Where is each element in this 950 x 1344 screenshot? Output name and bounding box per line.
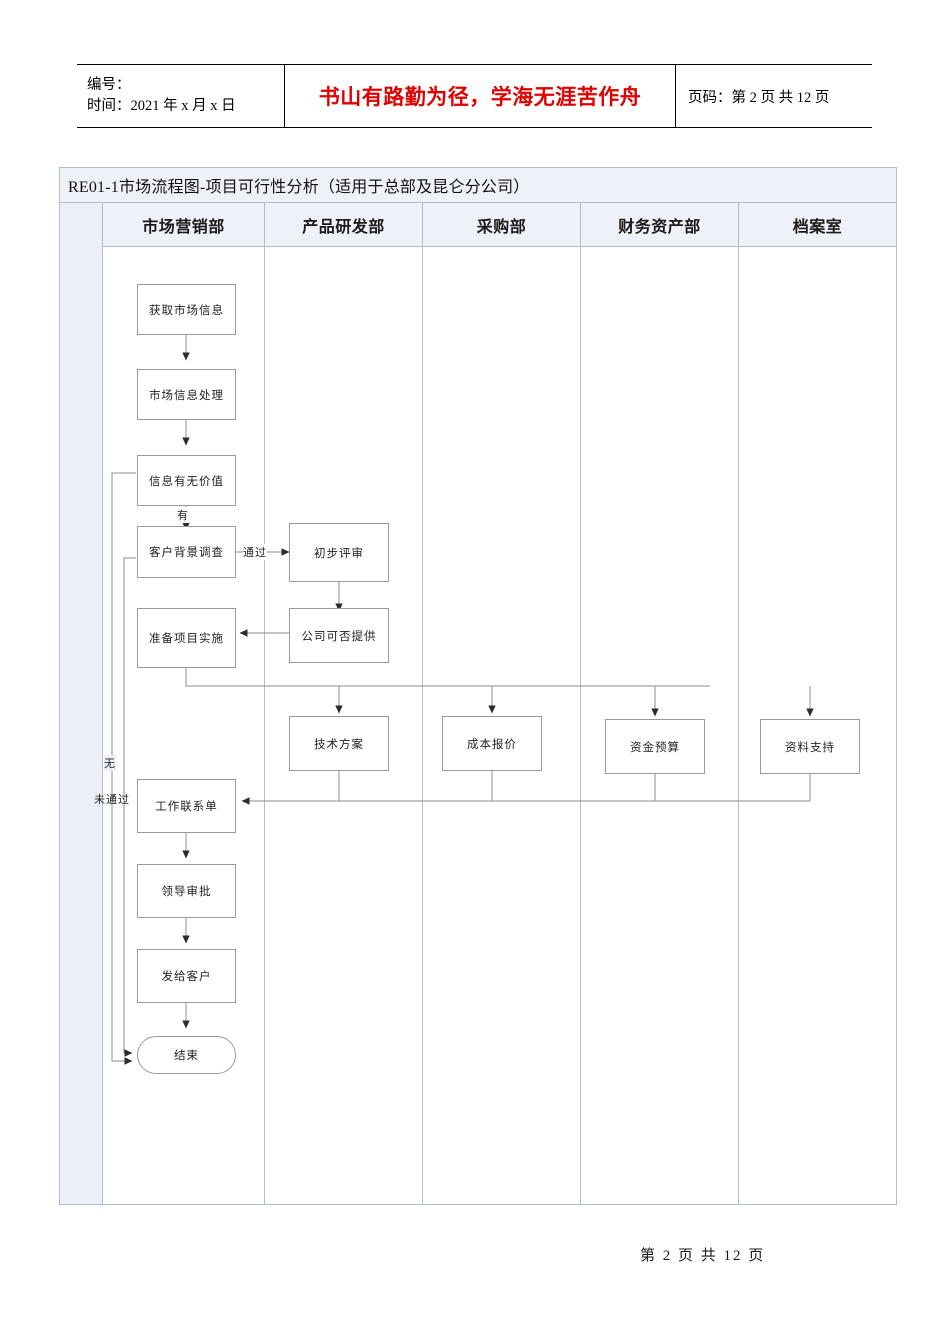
lane-header-marketing: 市场营销部	[103, 203, 264, 247]
node-prepare-project[interactable]: 准备项目实施	[137, 608, 236, 668]
flowchart-title: RE01-1市场流程图-项目可行性分析（适用于总部及昆仑分公司）	[60, 168, 896, 203]
header-date-label: 时间：2021 年 x 月 x 日	[87, 98, 236, 114]
swimlane-rnd: 产品研发部	[265, 203, 423, 1204]
edge-label-no-value: 无	[104, 755, 116, 771]
lane-header-finance: 财务资产部	[581, 203, 738, 247]
node-customer-background[interactable]: 客户背景调查	[137, 526, 236, 578]
node-cost-quotation[interactable]: 成本报价	[442, 716, 542, 771]
header-code-date-cell: 编号： 时间：2021 年 x 月 x 日	[77, 65, 285, 127]
node-process-market-info[interactable]: 市场信息处理	[137, 369, 236, 420]
lane-header-archive: 档案室	[739, 203, 896, 247]
document-footer-page-info: 第 2 页 共 12 页	[640, 1248, 766, 1264]
edge-label-yes-value: 有	[177, 507, 189, 523]
node-send-to-customer[interactable]: 发给客户	[137, 949, 236, 1003]
document-header: 编号： 时间：2021 年 x 月 x 日 书山有路勤为径，学海无涯苦作舟 页码…	[77, 64, 872, 128]
swimlane-marketing: 市场营销部	[103, 203, 265, 1204]
header-code-label: 编号：	[87, 76, 131, 93]
edge-label-passed: 通过	[243, 544, 267, 560]
lane-gutter	[60, 203, 103, 1204]
node-end[interactable]: 结束	[137, 1036, 236, 1074]
node-work-contact-sheet[interactable]: 工作联系单	[137, 779, 236, 833]
swimlane-archive: 档案室	[739, 203, 896, 1204]
node-data-support[interactable]: 资料支持	[760, 719, 860, 774]
header-page-info: 页码：第 2 页 共 12 页	[688, 89, 830, 106]
node-leader-approval[interactable]: 领导审批	[137, 864, 236, 918]
swimlane-purchasing: 采购部	[423, 203, 581, 1204]
node-info-value-decision[interactable]: 信息有无价值	[137, 455, 236, 506]
node-technical-plan[interactable]: 技术方案	[289, 716, 389, 771]
node-fund-budget[interactable]: 资金预算	[605, 719, 705, 774]
header-slogan-cell: 书山有路勤为径，学海无涯苦作舟	[285, 65, 676, 127]
node-preliminary-review[interactable]: 初步评审	[289, 523, 389, 582]
lane-header-rnd: 产品研发部	[265, 203, 422, 247]
header-slogan: 书山有路勤为径，学海无涯苦作舟	[318, 85, 642, 109]
node-acquire-market-info[interactable]: 获取市场信息	[137, 284, 236, 335]
flowchart-frame: RE01-1市场流程图-项目可行性分析（适用于总部及昆仑分公司） 市场营销部 产…	[59, 167, 897, 1205]
lane-header-purchasing: 采购部	[423, 203, 580, 247]
edge-label-not-passed: 未通过	[94, 794, 130, 806]
swimlane-finance: 财务资产部	[581, 203, 739, 1204]
node-company-can-provide[interactable]: 公司可否提供	[289, 608, 389, 663]
flow-node-layer: 获取市场信息 市场信息处理 信息有无价值 客户背景调查 准备项目实施 初步评审 …	[60, 168, 896, 1204]
